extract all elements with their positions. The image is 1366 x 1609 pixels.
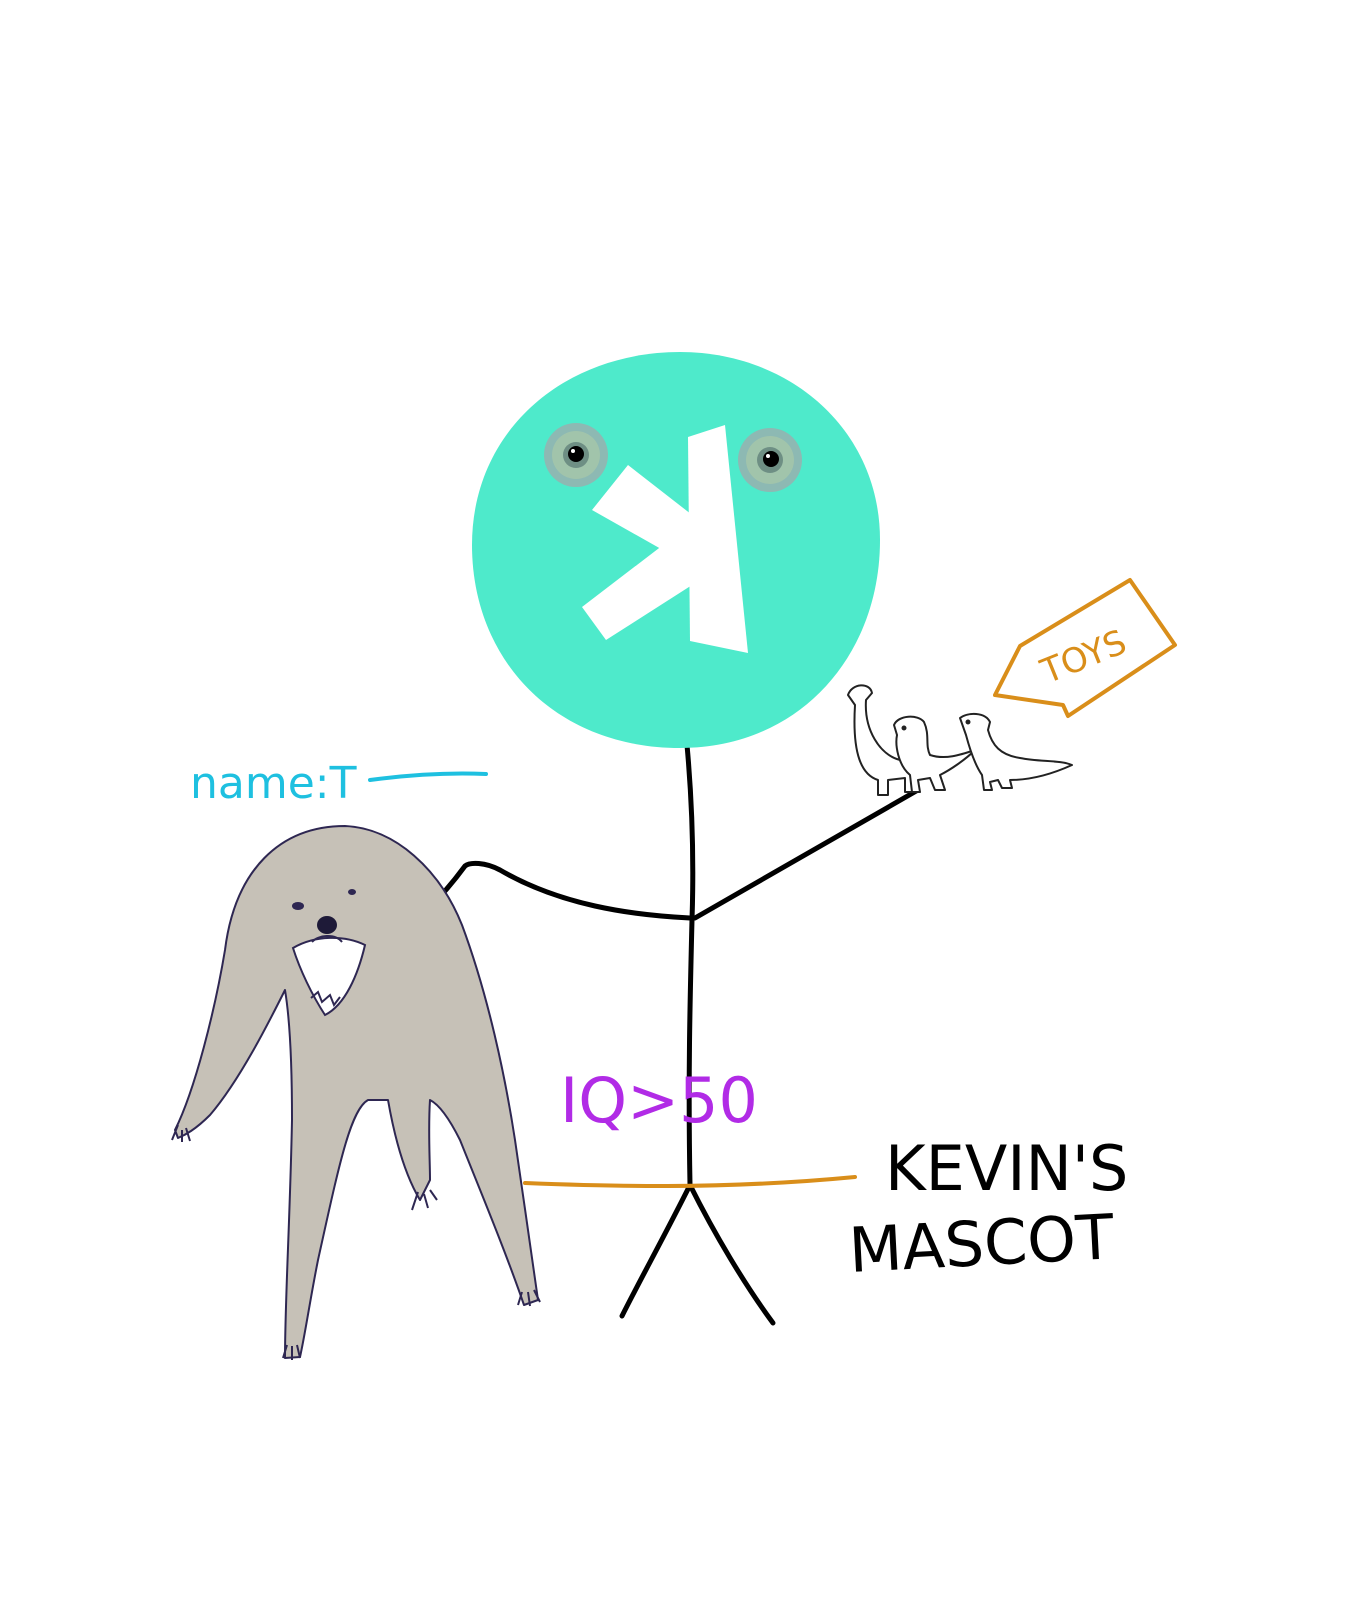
head [472,352,880,748]
toys-tag-outline [993,578,1177,718]
dog-eye-icon [348,889,356,895]
eyeball-icon [738,428,802,492]
dog-teeth [310,990,341,1008]
dog-drawing [171,825,541,1360]
dog-claws [171,1124,541,1360]
mascot-label-line-1: KEVIN'S [885,1132,1128,1205]
dog-lip [311,935,343,943]
eyeball-icon [544,423,608,487]
stick-figure-left-leg [619,1182,693,1319]
mascot-label: KEVIN'S MASCOT [847,1132,1128,1287]
dog-body [174,825,539,1359]
belt-line [523,1175,857,1189]
dog-eye-icon [292,902,304,910]
dinosaur-toy [959,712,1073,791]
iq-label: IQ>50 [560,1064,758,1137]
dog-name-blank-line [368,771,488,782]
dog-mouth [291,936,367,1017]
stick-figure [367,742,921,1326]
stick-figure-right-arm [692,787,921,921]
mascot-label-line-2: MASCOT [847,1200,1117,1287]
dog-name-text: name:T [190,758,357,809]
dinosaur-toys-icon [847,684,1073,796]
kotlin-k-logo-icon [582,425,748,653]
stick-figure-torso [684,742,696,1188]
stick-figure-right-leg [687,1182,776,1326]
dog-name-label: name:T [190,758,488,809]
toys-tag: TOYS [993,578,1177,718]
dog-nose-icon [317,916,337,934]
